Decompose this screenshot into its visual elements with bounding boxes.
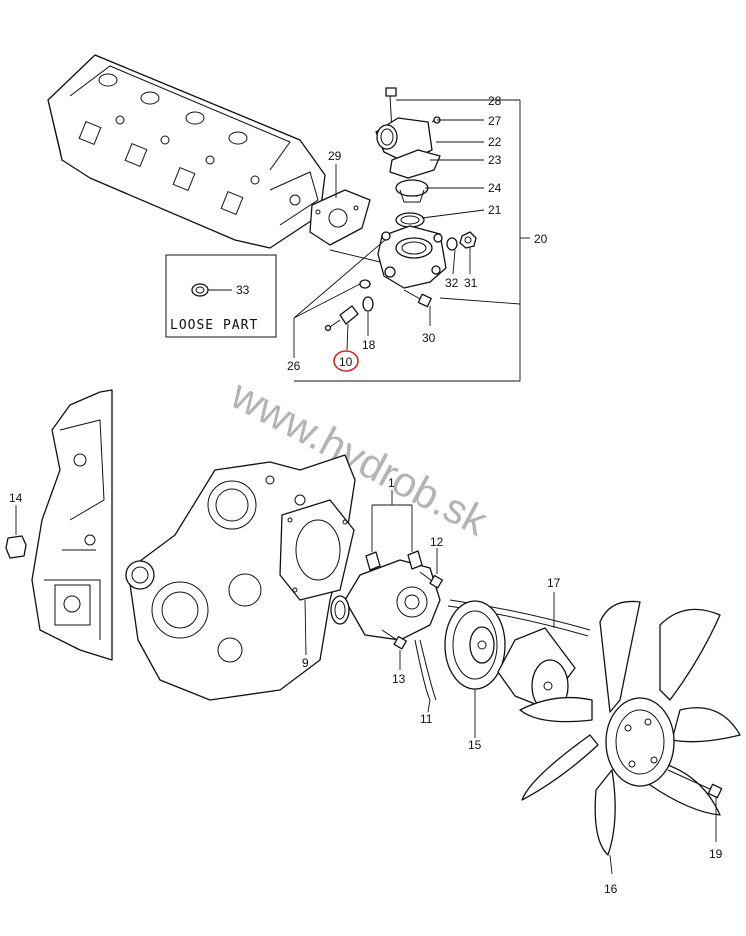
callout-10: 10 [339,355,353,369]
callout-14: 14 [9,491,23,505]
part-13-bolt [381,629,407,670]
callout-31: 31 [464,276,478,290]
highlight-ring [333,350,359,372]
callout-27: 27 [488,114,502,128]
engine-block [31,389,113,661]
part-19-bolt [667,769,723,842]
callout-28: 28 [488,94,502,108]
callout-22: 22 [488,135,502,149]
part-1-water-pump [330,490,441,641]
callout-30: 30 [422,331,436,345]
callout-21: 21 [488,203,502,217]
callout-12: 12 [430,535,444,549]
callout-16: 16 [604,882,618,896]
loose-part-box [165,254,277,338]
cylinder-head [47,54,326,249]
callout-23: 23 [488,153,502,167]
callout-1: 1 [388,476,395,490]
callout-labels: 28 27 22 23 24 21 20 29 33 LOOSE PART 32… [9,94,723,896]
callout-13: 13 [392,672,406,686]
callout-29: 29 [328,149,342,163]
loose-part-label: LOOSE PART [170,318,258,333]
callout-9: 9 [302,656,309,670]
callout-33: 33 [236,283,250,297]
part-29-gasket [309,189,371,246]
callout-26: 26 [287,359,301,373]
callout-20: 20 [534,232,548,246]
thermostat-housing-group [324,87,477,332]
callout-17: 17 [547,576,561,590]
part-12-bolt [419,548,443,589]
part-16-fan [519,600,741,875]
callout-19: 19 [709,847,723,861]
callout-18: 18 [362,338,376,352]
group-20-bracket [293,99,530,382]
part-9-gasket [279,499,355,656]
callout-24: 24 [488,181,502,195]
callout-32: 32 [445,276,459,290]
callout-11: 11 [420,712,433,726]
part-15-pulley [444,600,506,738]
part-14-drain-plug [5,505,27,559]
callout-15: 15 [468,738,482,752]
